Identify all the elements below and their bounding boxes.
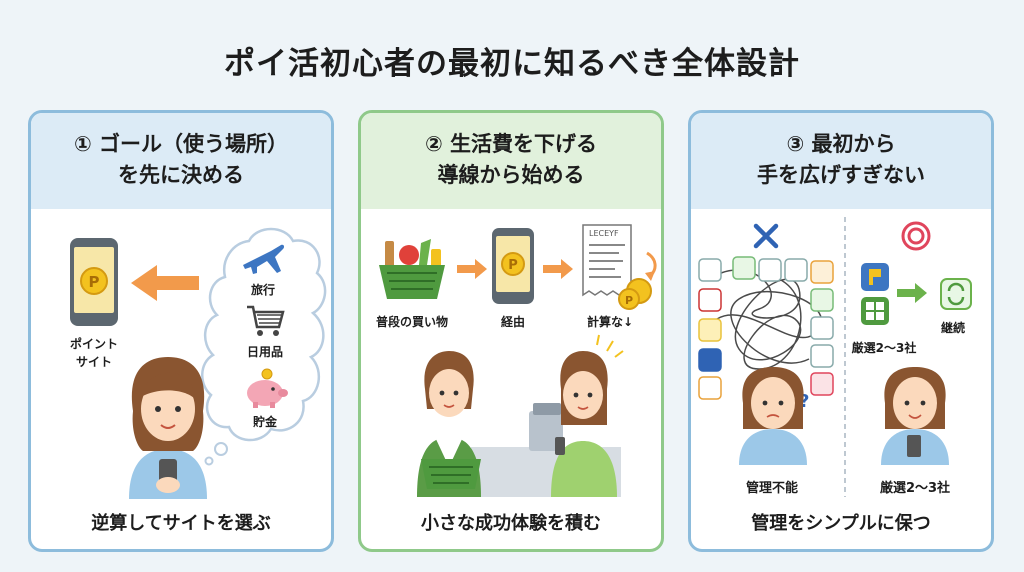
card-keep-simple: ③ 最初から 手を広げすぎない ? 管理不能 <box>688 110 994 552</box>
bill-label: 計算な↓ <box>586 315 634 329</box>
card-keep-simple-heading: ③ 最初から 手を広げすぎない <box>691 113 991 209</box>
card-keep-simple-heading-line2: 手を広げすぎない <box>757 163 925 187</box>
shopping-cart-icon <box>247 305 285 336</box>
arrow-left-icon <box>131 265 199 301</box>
card-living-costs-heading-line1: ② 生活費を下げる <box>424 132 598 156</box>
card-goal-heading-line2: を先に決める <box>118 163 244 187</box>
savings-label: 貯金 <box>252 415 277 429</box>
card-living-costs-heading-line2: 導線から始める <box>437 163 585 187</box>
shopping-label: 普段の買い物 <box>375 315 448 329</box>
checkout-scene-illustration <box>417 334 624 497</box>
card-goal: ① ゴール（使う場所） を先に決める P ポイント サイト 旅行 日用品 貯金 <box>28 110 334 552</box>
airplane-icon <box>243 244 285 274</box>
question-mark: ? <box>799 391 810 412</box>
svg-text:P: P <box>508 258 518 273</box>
card-goal-heading-line1: ① ゴール（使う場所） <box>73 132 289 156</box>
unmanageable-caption: 管理不能 <box>745 481 798 496</box>
cross-mark-icon <box>753 223 779 249</box>
svg-text:P: P <box>89 273 100 291</box>
selected-companies-label: 厳選2〜3社 <box>851 341 917 355</box>
divider-line <box>844 217 846 497</box>
point-site-label: ポイント サイト <box>57 335 131 371</box>
card-keep-simple-footer: 管理をシンプルに保つ <box>751 513 931 534</box>
card-living-costs-footer: 小さな成功体験を積む <box>421 513 601 534</box>
phone-icon: P <box>492 228 534 304</box>
tangled-apps-illustration <box>698 256 834 400</box>
selected-apps-illustration <box>861 263 972 325</box>
coin-stack-icon: P <box>618 251 657 310</box>
continue-label: 継続 <box>940 321 965 335</box>
receipt-header-text: LECEYF <box>589 229 619 238</box>
phone-icon: P <box>70 238 118 326</box>
arrow-right-icon <box>543 259 573 279</box>
page-title: ポイ活初心者の最初に知るべき全体設計 <box>224 46 800 82</box>
confused-woman-illustration <box>739 367 807 465</box>
piggy-bank-icon <box>247 368 288 408</box>
thought-cloud <box>201 227 327 466</box>
card-goal-heading: ① ゴール（使う場所） を先に決める <box>31 113 331 209</box>
card-keep-simple-heading-line1: ③ 最初から <box>786 132 896 156</box>
card-goal-footer: 逆算してサイトを選ぶ <box>91 513 271 534</box>
point-site-label-line1: ポイント <box>69 337 118 351</box>
selected-companies-caption: 厳選2〜3社 <box>879 481 951 496</box>
woman-with-phone-illustration <box>129 357 207 499</box>
svg-text:P: P <box>625 294 633 307</box>
card-living-costs: ② 生活費を下げる 導線から始める P LECEYF P 普段の買い物 経由 計… <box>358 110 664 552</box>
happy-woman-with-phone-illustration <box>881 367 949 465</box>
daily-goods-label: 日用品 <box>246 345 283 359</box>
grocery-basket-icon <box>379 239 445 299</box>
arrow-right-icon <box>457 259 487 279</box>
point-site-label-line2: サイト <box>75 355 112 369</box>
target-mark-icon <box>901 221 931 251</box>
card-living-costs-heading: ② 生活費を下げる 導線から始める <box>361 113 661 209</box>
travel-label: 旅行 <box>250 283 275 297</box>
via-label: 経由 <box>500 315 525 329</box>
